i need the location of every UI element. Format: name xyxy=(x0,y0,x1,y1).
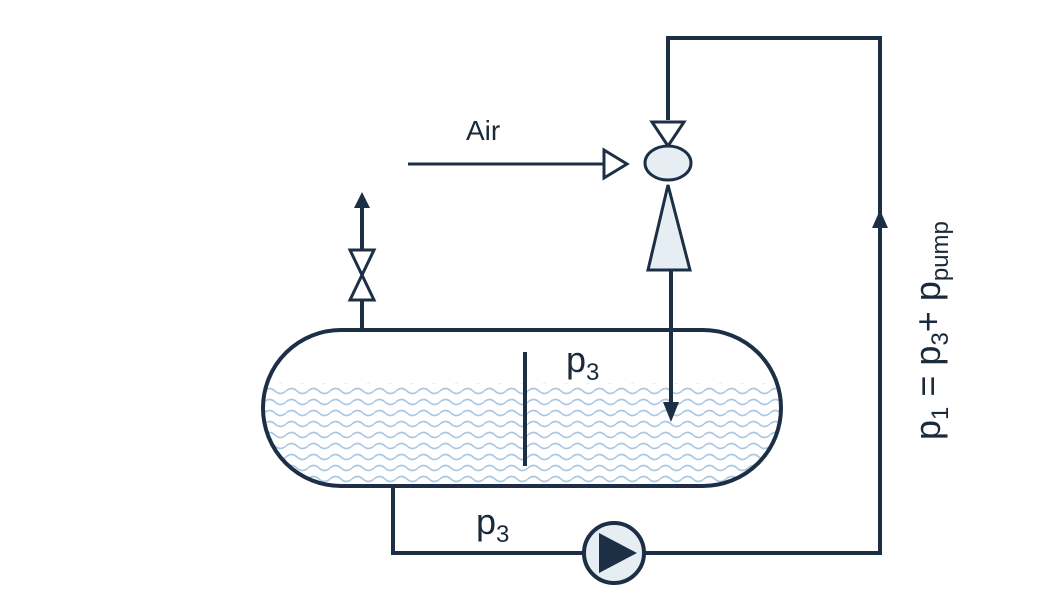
flow-arrow-icon xyxy=(872,210,888,228)
vent-arrow-icon xyxy=(354,192,370,208)
discharge-pressure-equation: p1 = p3+ ppump xyxy=(907,221,954,440)
ejector xyxy=(602,120,693,422)
vent-valve-lower xyxy=(347,271,377,302)
tank xyxy=(261,328,783,488)
air-inlet: Air xyxy=(408,115,604,166)
vent-line xyxy=(347,192,377,330)
pump xyxy=(582,521,646,585)
motive-inlet-nozzle xyxy=(649,120,687,149)
water-level xyxy=(263,383,781,486)
discharge-arrow-icon xyxy=(663,402,679,422)
diffuser xyxy=(646,184,692,272)
recirculation-pipe xyxy=(391,36,888,555)
tank-body xyxy=(261,328,783,488)
mixing-chamber xyxy=(643,144,693,182)
air-label: Air xyxy=(466,115,500,146)
suction-nozzle xyxy=(602,147,630,181)
pump-arrow-icon xyxy=(599,533,637,573)
pipe-pressure-label: p3 xyxy=(476,501,509,548)
tank-pressure-label: p3 xyxy=(566,339,599,386)
vent-valve-upper xyxy=(347,248,377,279)
